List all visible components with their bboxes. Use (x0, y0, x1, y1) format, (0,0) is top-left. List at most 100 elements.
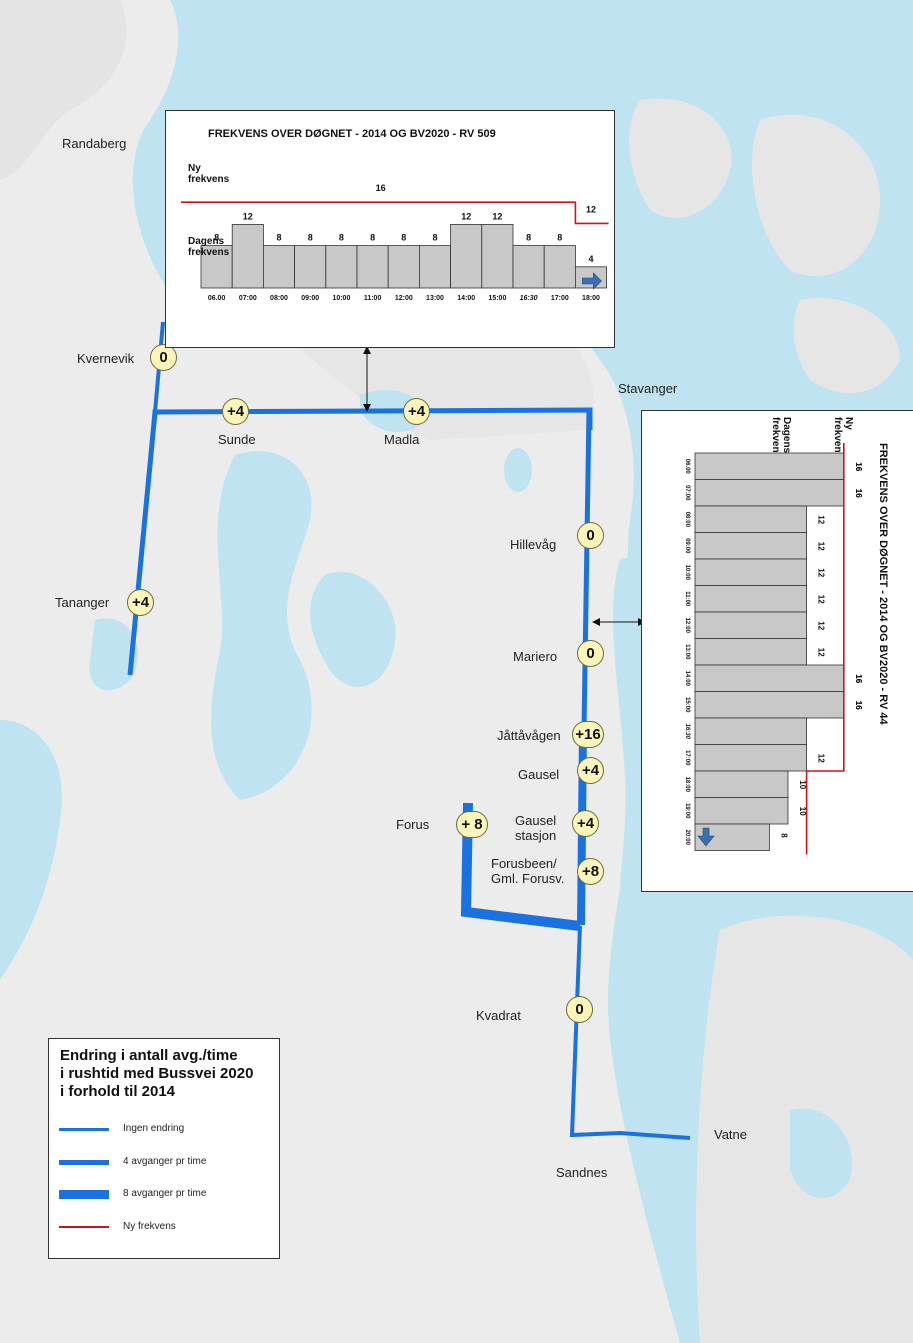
legend-swatch-2 (59, 1189, 109, 1199)
chart1-bar-6 (387, 245, 420, 289)
chart2-bar-13 (694, 797, 789, 825)
chart1-bar-label-2: 8 (276, 233, 281, 243)
chart2-bar-label-4: 12 (817, 568, 826, 577)
place-randaberg: Randaberg (62, 136, 127, 151)
chart1-bar-3 (294, 245, 327, 289)
route-stavanger-sandnes (581, 409, 592, 731)
place-vatne: Vatne (714, 1127, 748, 1142)
marker-kvernevik: 0 (150, 344, 177, 371)
chart2-bar-8 (694, 664, 845, 692)
chart1-tick-6: 12:00 (395, 295, 413, 302)
chart-rv44: FREKVENS OVER DØGNET - 2014 OG BV2020 - … (641, 410, 913, 892)
chart2-new-frequency-line (805, 443, 845, 855)
chart2-new-value-0: 16 (854, 462, 863, 471)
chart1-bar-label-10: 8 (526, 233, 531, 243)
legend-label-2: 8 avganger pr time (123, 1188, 207, 1199)
chart1-bar-11 (543, 245, 576, 289)
chart1-bar-10 (512, 245, 545, 289)
chart1-bar-1 (231, 224, 264, 289)
chart1-tick-1: 07:00 (239, 295, 257, 302)
chart1-bar-4 (325, 245, 358, 289)
marker-sunde: +4 (222, 398, 249, 425)
chart2-bar-label-7: 12 (817, 648, 826, 657)
place-forusbeen: Forusbeen/ Gml. Forusv. (491, 856, 565, 886)
chart1-bar-label-1: 12 (243, 211, 253, 221)
place-sandnes: Sandnes (556, 1165, 608, 1180)
down-arrow-icon (697, 827, 715, 847)
chart1-bar-12 (574, 266, 607, 289)
chart2-bar-label-2: 12 (817, 515, 826, 524)
chart1-tick-2: 08:00 (270, 295, 288, 302)
chart1-bar-label-9: 12 (492, 211, 502, 221)
route-sandnes (569, 925, 691, 1140)
chart-rv509-plot: FREKVENS OVER DØGNET - 2014 OG BV2020 - … (181, 128, 609, 302)
place-forus: Forus (396, 817, 430, 832)
chart2-tick-14: 20:00 (684, 830, 690, 846)
chart1-bar-label-0: 8 (214, 233, 219, 243)
chart2-current-label-1: frekvens (770, 417, 781, 459)
chart1-bar-label-7: 8 (432, 233, 437, 243)
chart2-bar-6 (694, 611, 807, 639)
marker-tananger: +4 (127, 589, 154, 616)
chart1-bar-2 (263, 245, 296, 289)
chart2-bar-4 (694, 558, 807, 586)
chart2-new-value-1: 16 (854, 489, 863, 498)
chart2-new-label-0: Ny (843, 417, 854, 430)
place-gausel: Gausel (518, 767, 560, 782)
chart1-tick-3: 09:00 (301, 295, 319, 302)
place-mariero: Mariero (513, 649, 558, 664)
chart2-bar-label-0: 16 (854, 462, 863, 471)
place-jattavagen: Jåttåvågen (497, 728, 561, 743)
chart2-tick-7: 13:00 (684, 644, 690, 660)
place-tananger: Tananger (55, 595, 110, 610)
chart2-new-label-1: frekvens (832, 417, 843, 459)
chart1-bar-9 (481, 224, 514, 289)
chart1-bar-label-5: 8 (370, 233, 375, 243)
chart1-tick-5: 11:00 (364, 295, 382, 302)
chart2-tick-6: 12:00 (684, 618, 690, 634)
place-kvernevik: Kvernevik (77, 351, 135, 366)
chart1-bar-label-12: 4 (588, 254, 593, 264)
chart1-bar-label-6: 8 (401, 233, 406, 243)
chart1-bar-8 (450, 224, 483, 289)
legend-swatch-0 (59, 1127, 109, 1131)
chart1-bar-label-11: 8 (557, 233, 562, 243)
marker-gausel: +4 (577, 757, 604, 784)
marker-forusbeen: +8 (577, 858, 604, 885)
chart1-current-label-1: frekvens (188, 247, 230, 258)
chart2-tick-9: 15:00 (684, 697, 690, 713)
chart2-bar-label-3: 12 (817, 542, 826, 551)
chart2-current-label-0: Dagens (781, 417, 792, 454)
legend-label-0: Ingen endring (123, 1123, 185, 1134)
chart-rv509: FREKVENS OVER DØGNET - 2014 OG BV2020 - … (165, 110, 615, 348)
chart1-current-label-0: Dagens (188, 236, 225, 247)
chart2-new-value-3: 16 (854, 701, 863, 710)
chart2-bar-label-1: 16 (854, 489, 863, 498)
chart2-tick-8: 14:00 (684, 671, 690, 687)
chart2-bar-label-14: 8 (779, 833, 788, 838)
chart1-new-label-1: frekvens (188, 174, 230, 185)
legend: Endring i antall avg./time i rushtid med… (48, 1038, 280, 1259)
chart2-bar-label-9: 16 (854, 701, 863, 710)
chart1-tick-0: 06.00 (208, 295, 226, 302)
chart2-tick-11: 17:00 (684, 750, 690, 766)
chart1-tick-8: 14:00 (457, 295, 475, 302)
chart2-bar-1 (694, 479, 845, 507)
chart1-new-value-1: 12 (586, 204, 596, 214)
chart1-bar-label-4: 8 (339, 233, 344, 243)
legend-title: Endring i antall avg./time i rushtid med… (60, 1047, 254, 1100)
chart2-bar-label-13: 10 (798, 807, 807, 816)
chart2-bar-label-11: 12 (817, 754, 826, 763)
place-hillevag: Hillevåg (510, 537, 557, 552)
chart1-tick-7: 13:00 (426, 295, 444, 302)
chart1-tick-10: 16:30 (520, 295, 538, 302)
marker-kvadrat: 0 (566, 996, 593, 1023)
legend-label-3: Ny frekvens (123, 1221, 176, 1232)
chart2-bar-label-12: 10 (798, 780, 807, 789)
chart2-tick-4: 10:00 (684, 565, 690, 581)
legend-swatch-1 (59, 1159, 109, 1165)
chart1-bar-5 (356, 245, 389, 289)
chart2-tick-2: 08:00 (684, 512, 690, 528)
marker-mariero: 0 (577, 640, 604, 667)
